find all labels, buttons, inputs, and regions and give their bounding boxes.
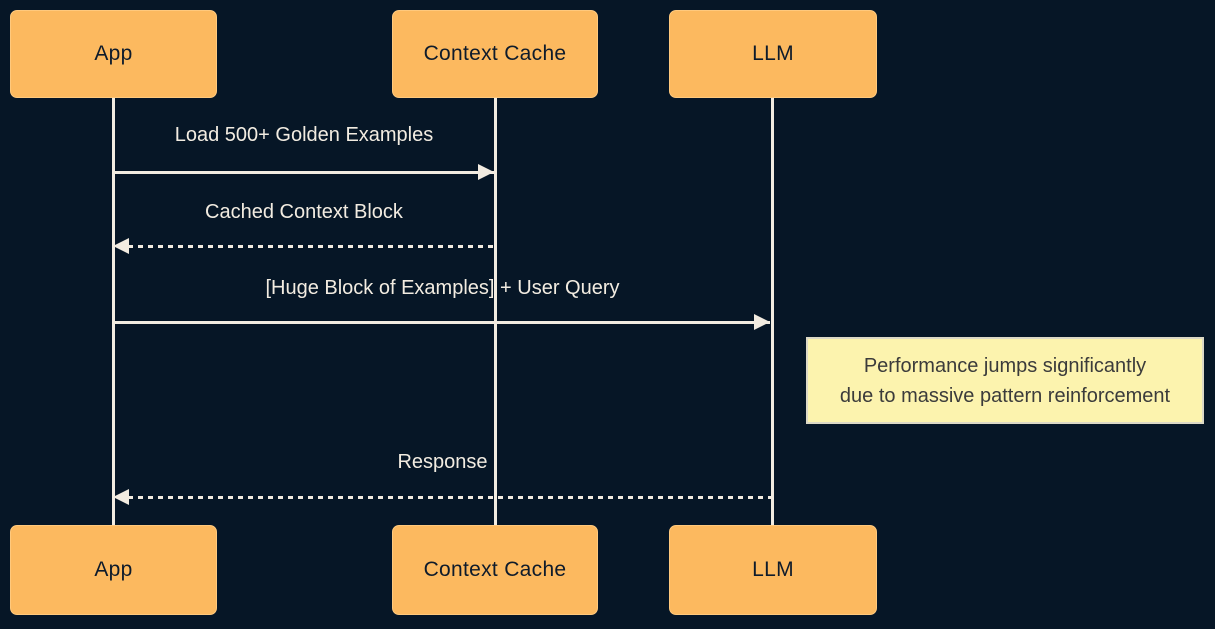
message-line-load-examples — [113, 171, 494, 174]
note-line-1: Performance jumps significantly — [863, 354, 1147, 377]
actor-box-llm-bottom: LLM — [669, 525, 877, 615]
message-line-cached-context — [118, 245, 495, 248]
actor-box-context-cache-bottom: Context Cache — [392, 525, 598, 615]
lifeline-context-cache — [494, 98, 497, 526]
arrow-right-icon — [754, 314, 770, 330]
actor-label-llm: LLM — [752, 42, 794, 65]
message-line-response — [118, 496, 772, 499]
note-line-2: due to massive pattern reinforcement — [839, 384, 1171, 407]
actor-label-context-cache: Context Cache — [423, 558, 567, 581]
actor-box-context-cache-top: Context Cache — [392, 10, 598, 98]
actor-box-app-top: App — [10, 10, 217, 98]
actor-label-context-cache: Context Cache — [423, 42, 567, 65]
actor-label-app: App — [94, 558, 133, 581]
message-label-load-examples: Load 500+ Golden Examples — [174, 124, 434, 146]
actor-box-llm-top: LLM — [669, 10, 877, 98]
actor-label-app: App — [94, 42, 133, 65]
note-box-performance: Performance jumps significantly due to m… — [806, 337, 1204, 424]
actor-label-llm: LLM — [752, 558, 794, 581]
arrow-right-icon — [478, 164, 494, 180]
lifeline-llm — [771, 98, 774, 526]
arrow-left-icon — [113, 489, 129, 505]
message-label-huge-block-query: [Huge Block of Examples] + User Query — [265, 277, 620, 299]
message-label-cached-context: Cached Context Block — [205, 201, 403, 223]
lifeline-app — [112, 98, 115, 526]
actor-box-app-bottom: App — [10, 525, 217, 615]
message-label-response: Response — [397, 451, 488, 473]
message-line-huge-block-query — [113, 321, 770, 324]
arrow-left-icon — [113, 238, 129, 254]
